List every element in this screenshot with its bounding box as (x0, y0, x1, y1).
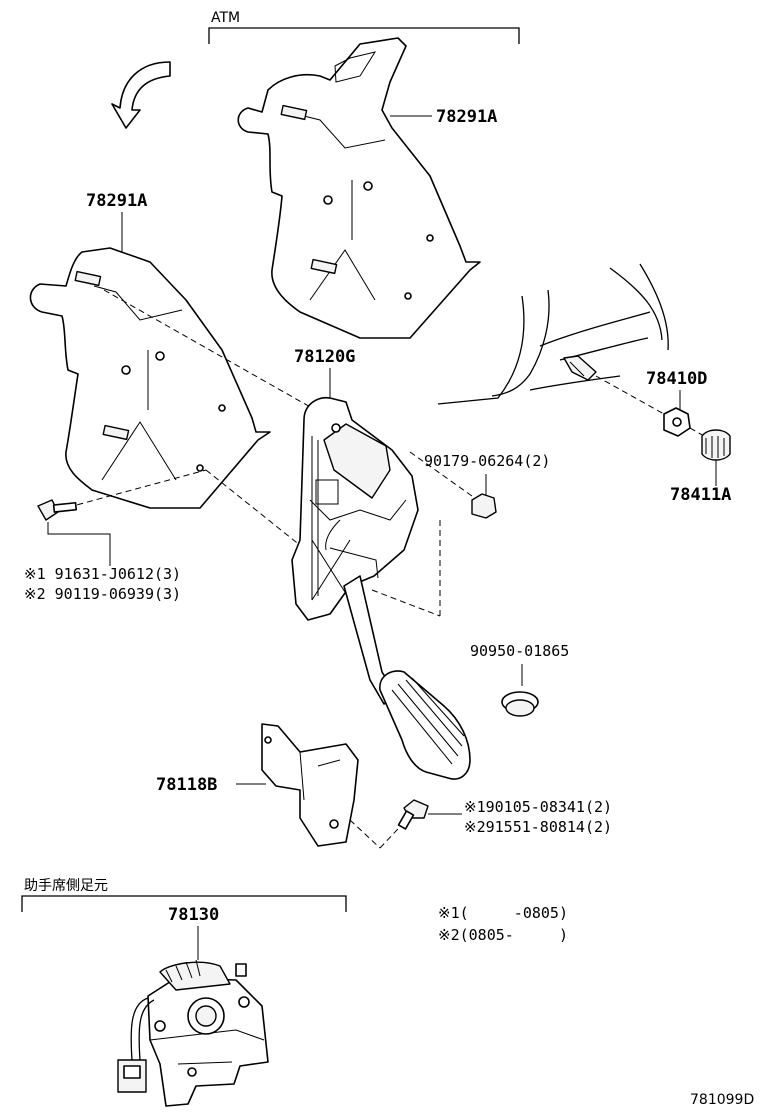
bolt-left-group: ※1 91631-J0612(3) ※2 90119-06939(3) (24, 499, 181, 603)
passenger-side-label: 助手席側足元 (24, 878, 108, 894)
bracket-top-part (237, 37, 481, 339)
bracket-78118-part (261, 723, 359, 847)
bracket-78118-group: 78118B (156, 723, 413, 849)
pedal-upper-block-part (323, 423, 391, 499)
grommet-label: 90950-01865 (470, 642, 569, 660)
bolt2-line1-label: ※190105-08341(2) (464, 798, 612, 816)
bolt-line1-label: ※1 91631-J0612(3) (24, 565, 181, 583)
nuts-right-group: 78410D 78411A (595, 369, 731, 505)
pedal-pad-part (379, 670, 471, 780)
nut-90179-part (471, 493, 497, 519)
nut-90179-group: 90179-06264(2) (424, 452, 550, 519)
sensor-bracket-part (147, 977, 269, 1107)
notes-group: ※1( -0805) ※2(0805- ) (438, 904, 568, 944)
stud-label: 78410D (646, 369, 707, 389)
atm-bracket-line (208, 27, 520, 44)
bolt-line2-label: ※2 90119-06939(3) (24, 585, 181, 603)
stud-part (563, 355, 597, 381)
pedal-group: 78120G (57, 289, 473, 780)
sensor-label: 78130 (168, 905, 219, 925)
bracket-78118-label: 78118B (156, 775, 217, 795)
bolt2-line2-label: ※291551-80814(2) (464, 818, 612, 836)
grommet-group: 90950-01865 (470, 642, 569, 717)
note2-text: ※2(0805- ) (438, 926, 568, 944)
passenger-bracket-line (21, 895, 347, 912)
nut-78411-label: 78411A (670, 485, 731, 505)
atm-label: ATM (211, 10, 240, 26)
pedal-assy-label: 78120G (294, 347, 355, 367)
atm-group: ATM 78291A (111, 10, 520, 339)
bolt-right-group: ※190105-08341(2) ※291551-80814(2) (397, 798, 612, 836)
bracket-left-part (29, 247, 271, 509)
rotate-arrow-icon (111, 61, 171, 129)
nut-90179-label: 90179-06264(2) (424, 452, 550, 470)
bracket-top-label: 78291A (436, 107, 497, 127)
diagram-id: 781099D (690, 1092, 754, 1108)
floor-panel (437, 263, 669, 405)
nut-78411-part (701, 429, 731, 461)
passenger-side-group: 助手席側足元 78130 (21, 878, 347, 1107)
bracket-left-group: 78291A (29, 191, 271, 509)
bracket-left-label: 78291A (86, 191, 147, 211)
note1-text: ※1( -0805) (438, 904, 568, 922)
